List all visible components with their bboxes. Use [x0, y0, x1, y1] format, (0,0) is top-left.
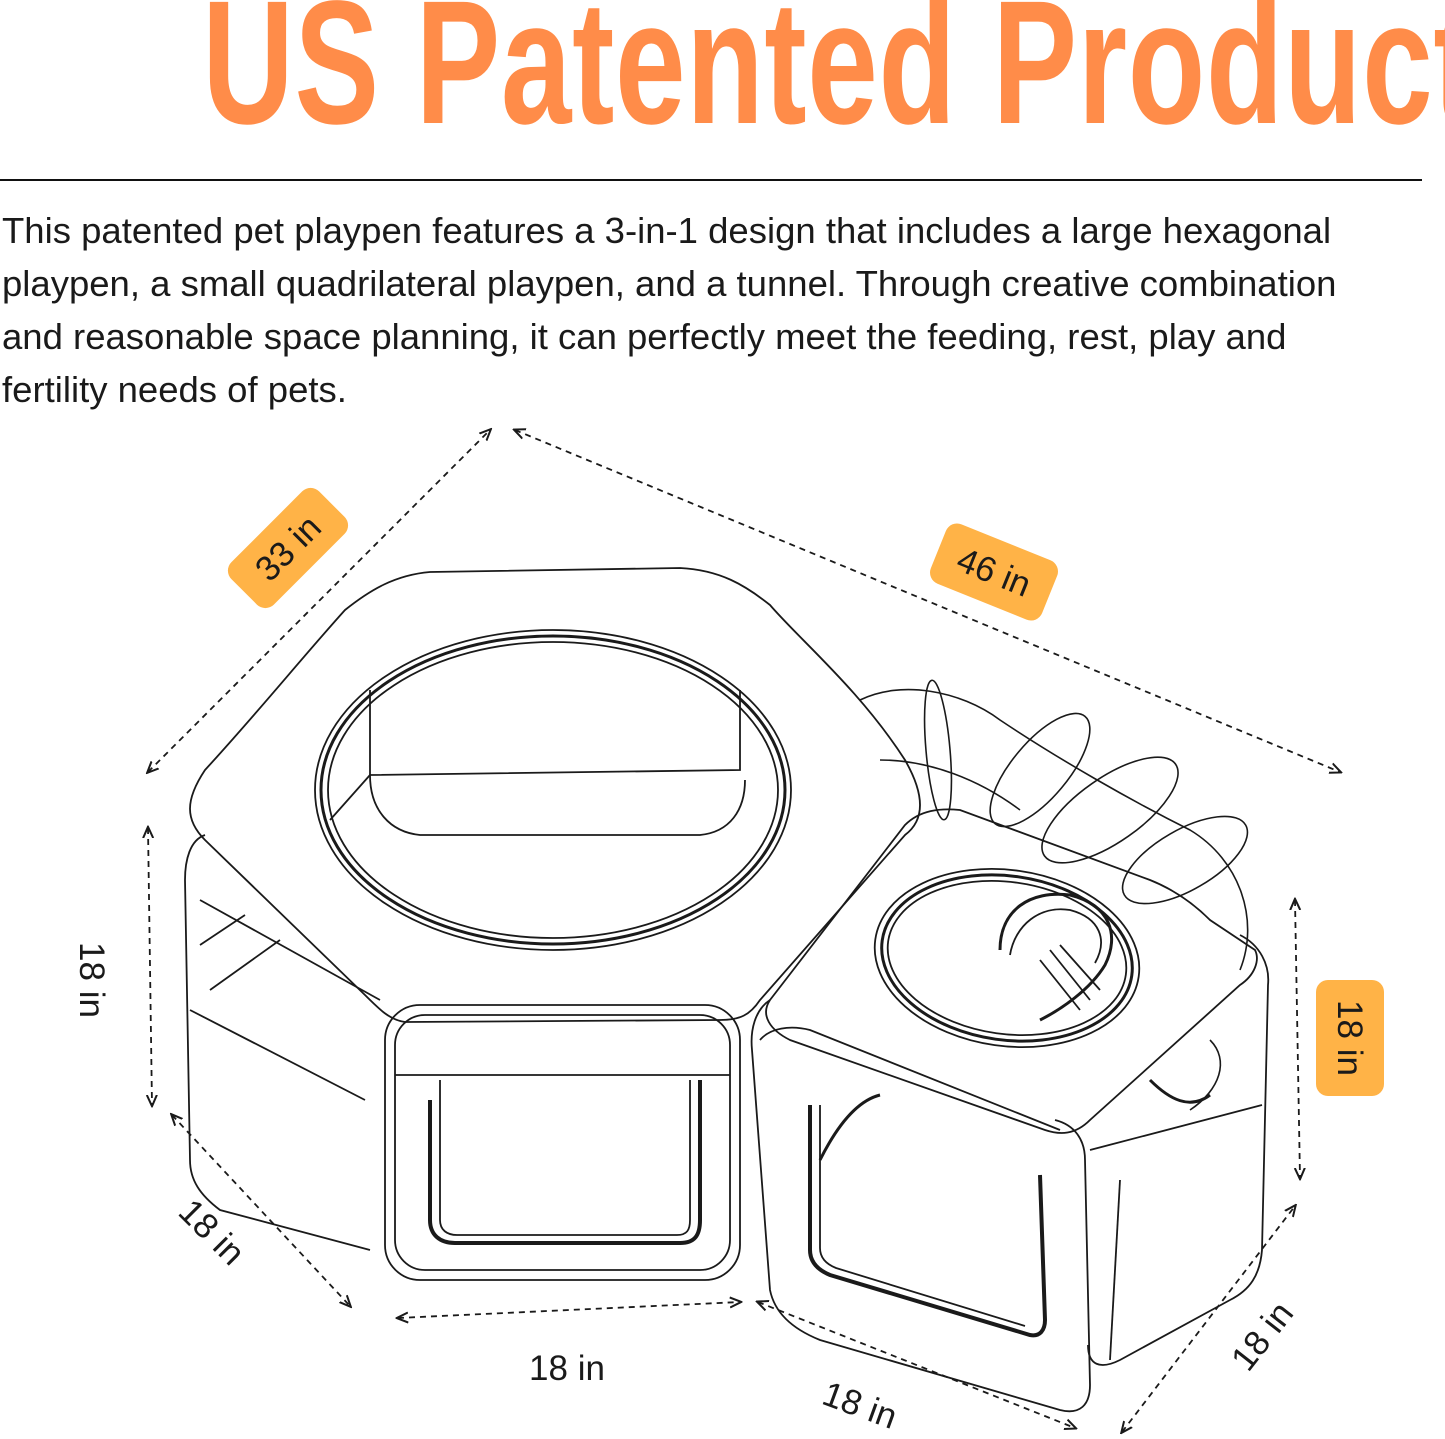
dim-line-small-side-front [758, 1302, 1075, 1428]
description-line: and reasonable space planning, it can pe… [2, 316, 1287, 357]
dim-line-small-side-right [1122, 1206, 1295, 1432]
dim-line-large-side-front [398, 1302, 740, 1318]
divider [0, 179, 1422, 181]
label-large-side-left: 18 in [171, 1192, 252, 1273]
label-small-side-front: 18 in [817, 1374, 902, 1437]
description-line: fertility needs of pets. [2, 369, 347, 410]
product-description: This patented pet playpen features a 3-i… [2, 204, 1445, 416]
label-large-height: 18 in [72, 942, 111, 1018]
badge-small-height: 18 in [1316, 980, 1384, 1096]
label-small-side-right: 18 in [1224, 1294, 1301, 1378]
dim-line-large-height [148, 828, 152, 1105]
description-line: This patented pet playpen features a 3-i… [2, 210, 1332, 251]
dim-line-overall-length [515, 430, 1340, 772]
badge-overall-length: 46 in [930, 523, 1058, 621]
label-small-height: 18 in [1330, 1000, 1369, 1076]
label-large-side-front: 18 in [529, 1349, 605, 1388]
dim-line-small-height [1295, 900, 1300, 1178]
page-title: US Patented Product [202, 0, 1445, 161]
description-line: playpen, a small quadrilateral playpen, … [2, 263, 1337, 304]
dim-line-large-width [148, 430, 490, 772]
small-quadrilateral-playpen [750, 808, 1270, 1413]
badge-large-width: 33 in [227, 487, 349, 609]
